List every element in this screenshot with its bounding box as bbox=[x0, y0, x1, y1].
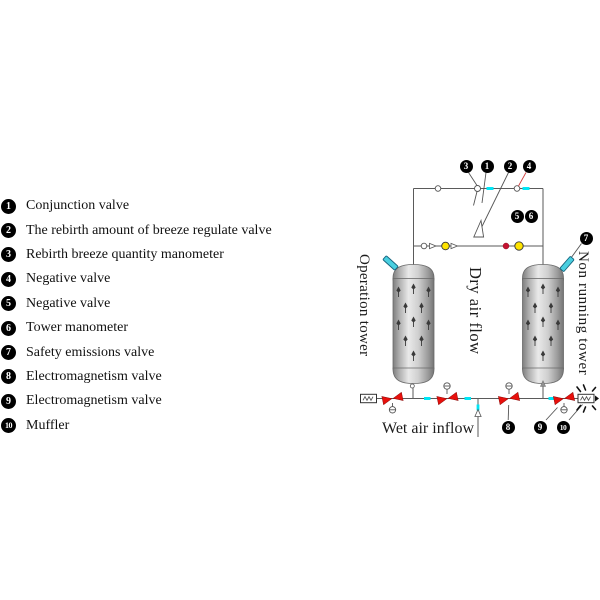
label-wet-air-inflow: Wet air inflow bbox=[382, 420, 475, 437]
legend-label-2: The rebirth amount of breeze regulate va… bbox=[26, 222, 272, 238]
safety-valve-right-icon bbox=[559, 256, 575, 272]
leader-9 bbox=[545, 407, 558, 421]
union-fitting-icon bbox=[434, 185, 442, 192]
legend-item-2: 2 The rebirth amount of breeze regulate v… bbox=[1, 218, 272, 242]
regen-pipe-fittings bbox=[420, 241, 524, 251]
cyan-seal-mark bbox=[476, 404, 480, 411]
callout-7: 7 bbox=[579, 231, 593, 245]
callout-6: 6 bbox=[524, 209, 538, 223]
muffler-right-icon bbox=[577, 393, 595, 404]
legend-label-10: Muffler bbox=[26, 417, 70, 433]
drain-port-icon bbox=[409, 383, 415, 389]
leader-4-red bbox=[518, 172, 527, 187]
manifold-fittings bbox=[360, 380, 599, 417]
legend-num-5: 5 bbox=[1, 296, 16, 312]
leader-8 bbox=[507, 404, 510, 421]
non-running-tower-vessel bbox=[523, 265, 564, 384]
muffler-left-icon bbox=[360, 393, 377, 404]
flow-arrow-icon bbox=[450, 242, 459, 250]
legend-label-7: Safety emissions valve bbox=[26, 344, 155, 360]
label-non-running-tower: Non running tower bbox=[575, 251, 591, 376]
legend-item-3: 3 Rebirth breeze quantity manometer bbox=[1, 243, 272, 267]
top-pipe-fittings bbox=[434, 185, 530, 192]
negative-valve-icon bbox=[513, 185, 521, 192]
legend-num-1: 1 bbox=[1, 198, 16, 214]
callout-1: 1 bbox=[480, 159, 494, 173]
legend-num-3: 3 bbox=[1, 247, 16, 263]
legend-item-4: 4 Negative valve bbox=[1, 267, 272, 291]
callout-8: 8 bbox=[501, 420, 515, 434]
legend-label-3: Rebirth breeze quantity manometer bbox=[26, 246, 224, 262]
pilot-port-icon bbox=[388, 406, 397, 414]
legend-item-5: 5 Negative valve bbox=[1, 292, 272, 316]
exhaust-rays-icon bbox=[576, 384, 597, 413]
callout-2: 2 bbox=[503, 159, 517, 173]
legend-item-1: 1 Conjunction valve bbox=[1, 194, 272, 218]
legend-num-4: 4 bbox=[1, 271, 16, 287]
legend-num-10: 10 bbox=[1, 418, 16, 434]
legend-item-10: 10 Muffler bbox=[1, 414, 272, 438]
conjunction-valve-icon bbox=[474, 185, 481, 192]
legend-item-8: 8 Electromagnetism valve bbox=[1, 365, 272, 389]
regulate-valve-needle-icon bbox=[473, 218, 485, 238]
legend-label-4: Negative valve bbox=[26, 271, 111, 287]
pilot-port-icon bbox=[505, 382, 513, 390]
legend-label-8: Electromagnetism valve bbox=[26, 368, 162, 384]
pilot-port-icon bbox=[560, 406, 568, 414]
legend-num-8: 8 bbox=[1, 369, 16, 385]
legend-num-6: 6 bbox=[1, 320, 16, 336]
legend-label-6: Tower manometer bbox=[26, 320, 129, 336]
cyan-seal-mark bbox=[464, 397, 471, 400]
callout-4: 4 bbox=[522, 159, 536, 173]
pilot-port-icon bbox=[443, 382, 451, 390]
legend: 1 Conjunction valve 2 The rebirth amount o… bbox=[1, 194, 272, 438]
legend-label-5: Negative valve bbox=[26, 295, 111, 311]
leader-1 bbox=[481, 172, 487, 204]
valve-stem-line bbox=[473, 191, 478, 206]
tower-manometer-icon bbox=[514, 241, 524, 251]
legend-num-7: 7 bbox=[1, 345, 16, 361]
leader-3 bbox=[468, 172, 478, 186]
cyan-seal-mark bbox=[424, 397, 431, 400]
operation-tower-vessel bbox=[393, 265, 434, 384]
up-arrow-icon bbox=[539, 380, 547, 387]
callout-5: 5 bbox=[510, 209, 524, 223]
callout-10: 10 bbox=[556, 420, 570, 434]
port-fitting-icon bbox=[420, 242, 428, 250]
callout-3: 3 bbox=[459, 159, 473, 173]
legend-label-9: Electromagnetism valve bbox=[26, 393, 162, 409]
legend-item-6: 6 Tower manometer bbox=[1, 316, 272, 340]
legend-num-2: 2 bbox=[1, 223, 16, 239]
legend-label-1: Conjunction valve bbox=[26, 198, 130, 214]
legend-num-9: 9 bbox=[1, 393, 16, 409]
yellow-gauge-icon bbox=[441, 241, 450, 251]
legend-item-9: 9 Electromagnetism valve bbox=[1, 389, 272, 413]
inflow-arrow-icon bbox=[474, 408, 482, 417]
legend-item-7: 7 Safety emissions valve bbox=[1, 340, 272, 364]
cyan-seal-mark bbox=[486, 187, 494, 190]
label-operation-tower: Operation tower bbox=[356, 254, 372, 357]
callout-leader-lines bbox=[468, 172, 583, 421]
cyan-seal-mark bbox=[548, 397, 555, 400]
leader-2 bbox=[480, 172, 509, 229]
negative-valve-red-icon bbox=[502, 242, 510, 250]
callout-9: 9 bbox=[533, 420, 547, 434]
safety-valve-left-icon bbox=[382, 255, 399, 271]
flow-arrow-icon bbox=[429, 242, 438, 250]
cyan-seal-mark bbox=[522, 187, 530, 190]
label-dry-air-flow: Dry air flow bbox=[466, 267, 485, 355]
exhaust-arrow-icon bbox=[595, 395, 599, 402]
